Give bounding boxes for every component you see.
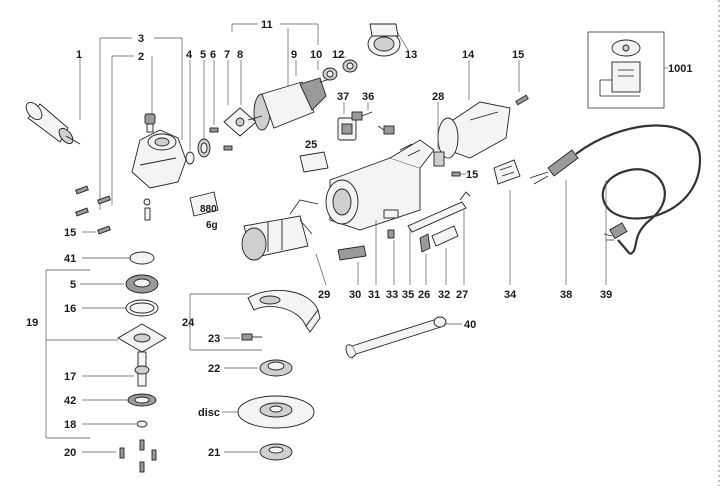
label-15-top: 15 bbox=[512, 49, 524, 61]
part-5-bearing-lower bbox=[125, 274, 159, 294]
part-15-screws-left bbox=[75, 185, 111, 235]
part-20-screws bbox=[119, 439, 157, 473]
label-16: 16 bbox=[64, 303, 76, 315]
part-27-switch-bar bbox=[407, 191, 471, 233]
label-31: 31 bbox=[368, 289, 380, 301]
label-32: 32 bbox=[438, 289, 450, 301]
part-18-ring bbox=[136, 420, 148, 428]
label-38: 38 bbox=[560, 289, 572, 301]
label-28: 28 bbox=[432, 91, 444, 103]
label-5: 5 bbox=[200, 49, 206, 61]
part-2-screw bbox=[144, 113, 156, 133]
label-24: 24 bbox=[182, 317, 195, 329]
label-15-mid: 15 bbox=[466, 169, 478, 181]
part-33-switch-part bbox=[383, 209, 399, 219]
label-10: 10 bbox=[310, 49, 322, 61]
motor-housing bbox=[325, 139, 435, 231]
part-36-carbon-brushes bbox=[351, 111, 395, 135]
part-5-bearing bbox=[197, 138, 211, 158]
part-40-pin-wrench bbox=[345, 316, 447, 359]
part-17-spindle bbox=[134, 351, 150, 387]
part-1-side-handle bbox=[25, 101, 81, 145]
part-4-washer bbox=[185, 151, 195, 165]
label-11: 11 bbox=[261, 19, 273, 31]
label-40: 40 bbox=[464, 319, 476, 331]
label-23: 23 bbox=[208, 333, 220, 345]
label-5-lower: 5 bbox=[70, 279, 76, 291]
label-2: 2 bbox=[138, 51, 144, 63]
part-34-sticker bbox=[493, 159, 521, 185]
label-27: 27 bbox=[456, 289, 468, 301]
label-6g: 6g bbox=[206, 220, 218, 231]
label-29: 29 bbox=[318, 289, 330, 301]
label-36: 36 bbox=[362, 91, 374, 103]
label-880: 880 bbox=[200, 204, 217, 215]
part-29-stator bbox=[241, 199, 319, 261]
label-37: 37 bbox=[337, 91, 349, 103]
part-42-washer bbox=[127, 393, 157, 407]
part-15-screw-mid bbox=[451, 171, 461, 177]
part-6-screws bbox=[209, 127, 233, 151]
label-15-left: 15 bbox=[64, 227, 76, 239]
label-1: 1 bbox=[76, 49, 82, 61]
part-24-wheel-guard bbox=[247, 289, 321, 333]
part-3-pin bbox=[143, 198, 151, 221]
label-39: 39 bbox=[600, 289, 612, 301]
label-41: 41 bbox=[64, 253, 76, 265]
label-disc: disc bbox=[198, 407, 220, 419]
part-30-plate bbox=[337, 245, 367, 261]
label-21: 21 bbox=[208, 447, 220, 459]
label-26: 26 bbox=[418, 289, 430, 301]
part-32-label bbox=[431, 225, 459, 247]
part-12-bearing bbox=[342, 59, 358, 73]
label-4: 4 bbox=[186, 49, 193, 61]
label-14: 14 bbox=[462, 49, 475, 61]
part-880-sticker bbox=[189, 191, 219, 217]
part-23-screw bbox=[241, 333, 262, 341]
part-28-capacitor bbox=[433, 151, 445, 167]
label-30: 30 bbox=[349, 289, 361, 301]
part-19-flange bbox=[117, 323, 167, 353]
part-21-clamp-nut bbox=[259, 443, 293, 461]
part-26-switch-lever bbox=[419, 233, 431, 253]
part-38-cord-protector bbox=[529, 149, 579, 185]
part-disc-grinding-wheel bbox=[237, 395, 315, 429]
part-25-label-plate bbox=[299, 151, 329, 173]
part-13-sleeve bbox=[367, 23, 401, 57]
gear-housing bbox=[131, 129, 187, 189]
label-19: 19 bbox=[26, 317, 38, 329]
part-16-ring bbox=[125, 299, 159, 317]
part-8-bearing-plate bbox=[223, 107, 257, 137]
part-9-bearing bbox=[322, 67, 338, 81]
part-37-brush-holder bbox=[337, 117, 357, 141]
label-3: 3 bbox=[138, 33, 144, 45]
label-7: 7 bbox=[224, 49, 230, 61]
part-35-clip bbox=[387, 229, 395, 239]
label-22: 22 bbox=[208, 363, 220, 375]
label-17: 17 bbox=[64, 371, 76, 383]
part-1001-inset bbox=[587, 31, 665, 109]
label-34: 34 bbox=[504, 289, 517, 301]
part-11-armature bbox=[247, 77, 335, 131]
label-13: 13 bbox=[405, 49, 417, 61]
label-12: 12 bbox=[332, 49, 344, 61]
label-25: 25 bbox=[305, 139, 317, 151]
label-20: 20 bbox=[64, 447, 76, 459]
part-39-power-cord bbox=[575, 124, 702, 256]
label-1001: 1001 bbox=[668, 63, 692, 75]
label-9: 9 bbox=[291, 49, 297, 61]
part-22-inner-flange bbox=[259, 359, 293, 377]
label-42: 42 bbox=[64, 395, 76, 407]
part-15-screw-top bbox=[515, 94, 529, 106]
label-18: 18 bbox=[64, 419, 76, 431]
label-6: 6 bbox=[210, 49, 216, 61]
part-41-ring bbox=[129, 251, 155, 265]
label-8: 8 bbox=[237, 49, 243, 61]
label-35: 35 bbox=[402, 289, 414, 301]
part-14-rear-cover bbox=[437, 101, 511, 159]
label-33: 33 bbox=[386, 289, 398, 301]
